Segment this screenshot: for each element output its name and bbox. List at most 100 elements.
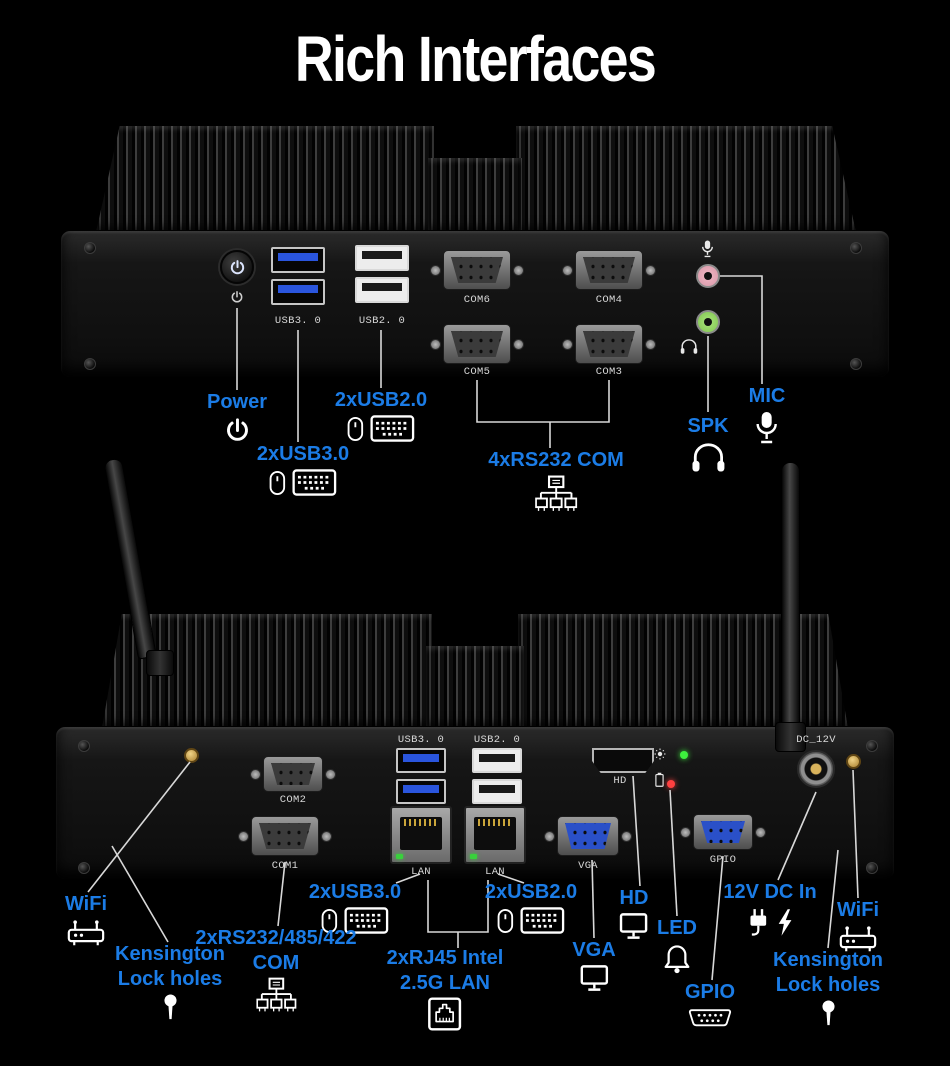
monitor-icon [620, 912, 648, 939]
gpio-port [680, 814, 766, 850]
kensington-right-callout: Kensington Lock holes [773, 949, 883, 1028]
hd-callout-label: HD [619, 887, 649, 909]
vga-port [544, 816, 632, 856]
plug-icon [750, 908, 767, 936]
rs232-callout: 4xRS232 COM [488, 449, 624, 523]
mic-symbol-icon [702, 240, 713, 258]
usb3-port [396, 779, 446, 804]
wifi-right-callout-label: WiFi [836, 899, 880, 921]
kensington-right-line2: Lock holes [775, 973, 881, 996]
front-usb3-callout: 2xUSB3.0 [256, 443, 350, 496]
gpio-callout-label: GPIO [684, 981, 736, 1003]
sma-connector-right [846, 754, 861, 769]
mic-callout: MIC [749, 385, 785, 445]
power-led [680, 751, 688, 759]
usb2-port [472, 748, 522, 773]
screw-icon [850, 358, 862, 370]
keyboard-icon [344, 906, 389, 934]
monitor-icon [580, 964, 608, 991]
db9-icon [688, 1008, 732, 1026]
screw-icon [78, 740, 90, 752]
lock-key-icon [821, 1000, 835, 1026]
rear-lan-line2: 2.5G LAN [399, 971, 491, 994]
led-callout-label: LED [657, 917, 697, 939]
headphones-icon [692, 442, 724, 472]
kensington-left-line1: Kensington [115, 943, 225, 965]
rear-usb3-callout-label: 2xUSB3.0 [308, 881, 402, 903]
lock-key-icon [163, 994, 177, 1020]
power-icon [226, 417, 248, 441]
front-usb2-callout: 2xUSB2.0 [334, 389, 428, 442]
usb2-port [355, 277, 409, 303]
com5-panel-label: COM5 [463, 366, 491, 378]
vga-callout-label: VGA [572, 939, 616, 961]
screw-icon [866, 740, 878, 752]
front-heatsink-fins-left [96, 126, 434, 232]
rear-lan-line1: 2xRJ45 Intel [386, 947, 504, 969]
rear-usb2-callout-label: 2xUSB2.0 [484, 881, 578, 903]
wifi-antenna-right-base [775, 722, 806, 752]
front-usb3-callout-label: 2xUSB3.0 [256, 443, 350, 465]
rear-usb2-ports [472, 748, 522, 804]
rj45-icon [428, 997, 462, 1031]
battery-icon [655, 772, 664, 787]
dc-jack [797, 750, 835, 788]
kensington-right-line1: Kensington [773, 949, 883, 971]
usb3-port [271, 247, 325, 273]
hdd-led [667, 780, 675, 788]
com6-panel-label: COM6 [463, 294, 491, 306]
wifi-antenna-right [781, 462, 800, 726]
gpio-panel-label: GPIO [709, 854, 737, 866]
lan-port-right [464, 806, 526, 864]
wifi-device-icon [839, 925, 877, 951]
rear-lan-callout: 2xRJ45 Intel 2.5G LAN [386, 947, 504, 1031]
com5-port [430, 324, 524, 364]
mic-icon [756, 411, 778, 443]
headphone-symbol-icon [680, 339, 698, 354]
wifi-right-callout: WiFi [836, 899, 880, 953]
front-usb2-panel-label: USB2. 0 [358, 315, 406, 327]
screw-icon [78, 862, 90, 874]
front-usb2-ports [355, 245, 409, 303]
wifi-antenna-left-base [146, 650, 174, 676]
dc-callout: 12V DC In [723, 881, 817, 937]
com2-panel-label: COM2 [279, 794, 307, 806]
com-network-icon [256, 977, 296, 1012]
hd-callout: HD [619, 887, 649, 939]
dc-panel-label: DC_12V [796, 734, 836, 746]
usb3-port [396, 748, 446, 773]
screw-icon [850, 242, 862, 254]
power-callout: Power [206, 391, 268, 444]
rear-usb3-callout: 2xUSB3.0 [308, 881, 402, 934]
bell-icon [664, 944, 690, 973]
gpio-callout: GPIO [684, 981, 736, 1029]
com1-panel-label: COM1 [271, 860, 299, 872]
front-usb3-panel-label: USB3. 0 [274, 315, 322, 327]
rear-usb2-panel-label: USB2. 0 [473, 734, 521, 746]
com-network-icon [535, 475, 577, 511]
usb3-port [271, 279, 325, 305]
com3-panel-label: COM3 [595, 366, 623, 378]
power-callout-label: Power [206, 391, 268, 413]
usb2-port [472, 779, 522, 804]
mouse-icon [321, 908, 338, 933]
mouse-icon [497, 908, 514, 933]
screw-icon [84, 358, 96, 370]
rear-rs232-line1: 2xRS232/485/422 [195, 927, 357, 949]
front-usb2-callout-label: 2xUSB2.0 [334, 389, 428, 411]
front-usb3-ports [271, 247, 325, 305]
wifi-device-icon [67, 919, 105, 945]
wifi-left-callout-label: WiFi [64, 893, 108, 915]
lan-port-left [390, 806, 452, 864]
com2-port [250, 756, 336, 792]
page-title: Rich Interfaces [294, 23, 657, 95]
kensington-left-line2: Lock holes [117, 967, 223, 990]
rear-heatsink-fins-center [426, 646, 524, 728]
front-heatsink-fins-right [516, 126, 856, 232]
screw-icon [866, 862, 878, 874]
keyboard-icon [292, 468, 337, 496]
keyboard-icon [370, 414, 415, 442]
rear-usb2-callout: 2xUSB2.0 [484, 881, 578, 934]
lan-right-panel-label: LAN [485, 866, 505, 878]
com6-port [430, 250, 524, 290]
